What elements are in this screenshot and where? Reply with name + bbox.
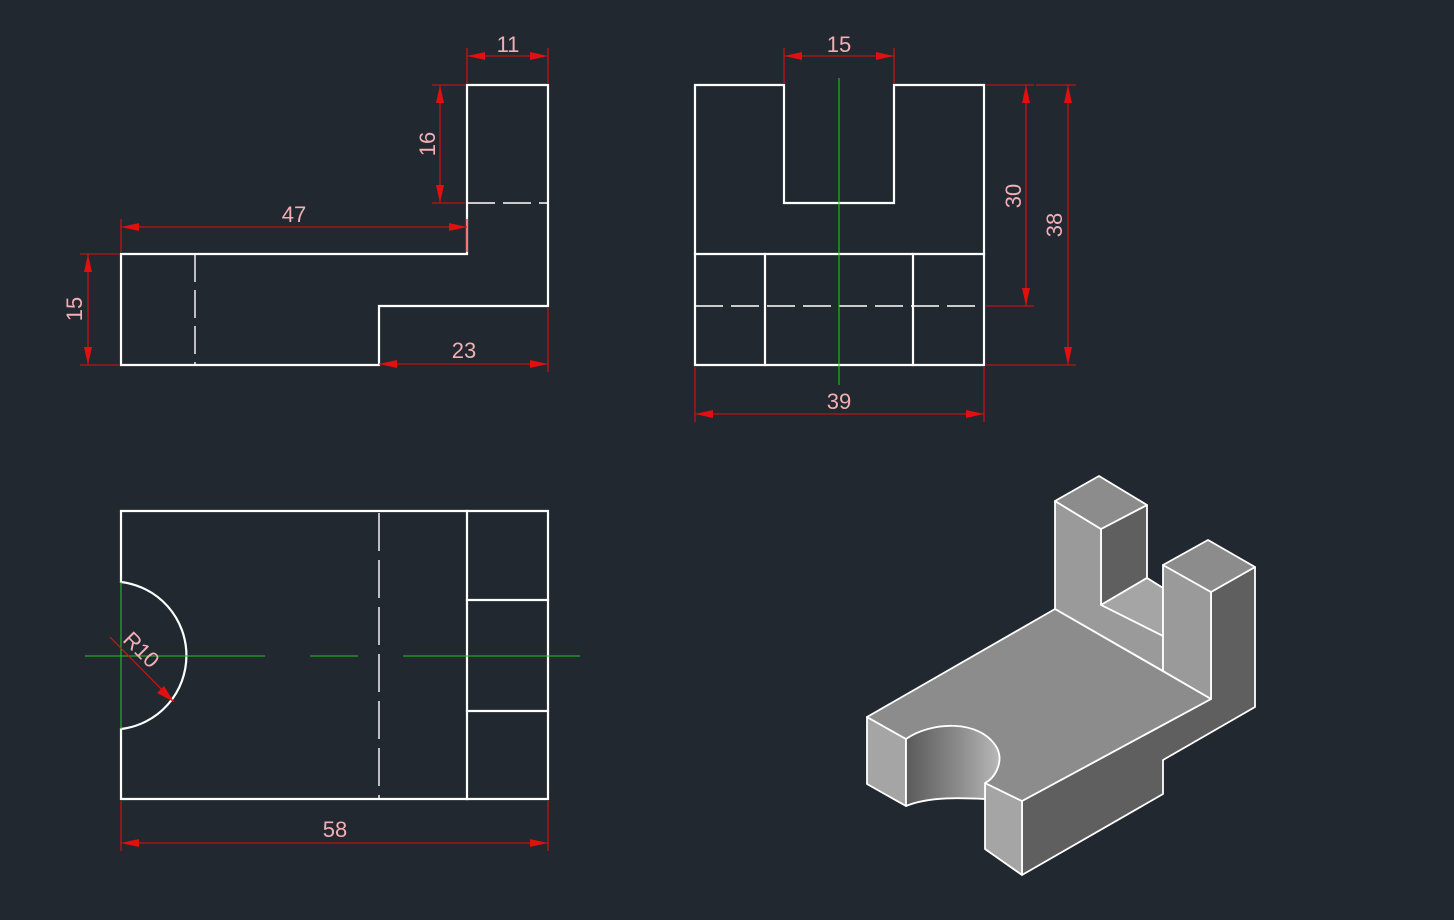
dim-text-39: 39	[827, 389, 851, 414]
dim-side-30: 30	[986, 84, 1034, 307]
dim-side-38: 38	[986, 84, 1076, 366]
dim-text-30: 30	[1001, 184, 1026, 208]
dim-text-23: 23	[452, 338, 476, 363]
dim-text-38: 38	[1042, 213, 1067, 237]
dim-top-r10: R10	[109, 627, 175, 703]
dim-front-16: 16	[415, 84, 465, 204]
front-view: 11 16 47 15	[62, 32, 550, 372]
dim-front-47: 47	[120, 202, 468, 252]
dim-front-15: 15	[62, 253, 119, 366]
dim-top-58: 58	[120, 801, 549, 851]
side-view: 15 30 38 39	[693, 32, 1076, 422]
dim-front-23: 23	[379, 308, 549, 372]
dim-text-11: 11	[497, 32, 520, 57]
dim-text-47: 47	[282, 202, 306, 227]
dim-text-15-slot: 15	[827, 32, 851, 57]
dim-text-r10: R10	[118, 627, 164, 673]
dim-text-15-left: 15	[62, 297, 87, 321]
dim-side-15: 15	[783, 32, 895, 83]
dim-text-16: 16	[415, 132, 440, 156]
dim-text-58: 58	[323, 817, 347, 842]
top-view: R10 58	[85, 509, 580, 851]
isometric-view	[866, 475, 1256, 876]
dim-side-39: 39	[694, 367, 985, 422]
dim-front-11: 11	[466, 32, 549, 83]
